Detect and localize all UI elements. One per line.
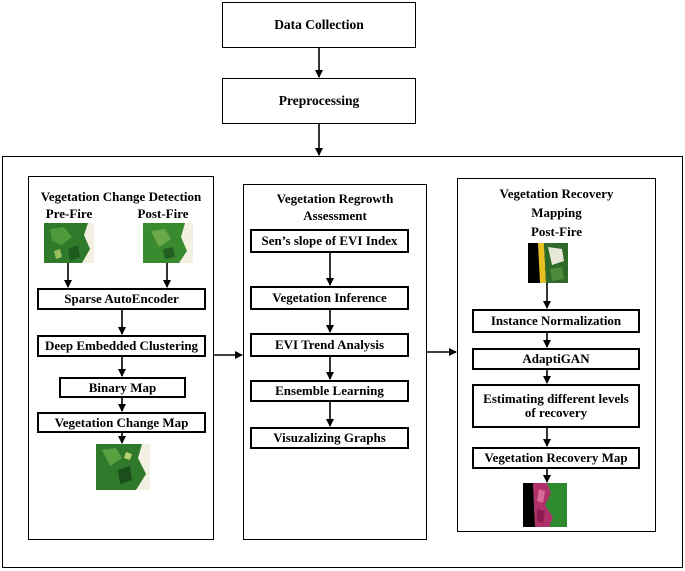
post-fire-label: Post-Fire	[137, 206, 189, 221]
recovery-title-line1: Vegetation Recovery	[499, 186, 614, 201]
visualizing-graphs-label: Visuzalizing Graphs	[273, 430, 386, 445]
sparse-autoencoder-box: Sparse AutoEncoder	[37, 288, 206, 310]
preprocessing-box: Preprocessing	[222, 78, 416, 124]
recovery-post-fire-image	[528, 243, 568, 283]
recovery-title-line2: Mapping	[531, 205, 582, 220]
vegetation-inference-label: Vegetation Inference	[272, 290, 387, 305]
vegetation-change-map-image	[96, 444, 150, 490]
preprocessing-label: Preprocessing	[278, 93, 360, 108]
ensemble-learning-label: Ensemble Learning	[275, 383, 384, 398]
post-fire-image	[143, 223, 193, 263]
change-detection-title: Vegetation Change Detection	[40, 189, 202, 204]
binary-map-label: Binary Map	[88, 379, 157, 395]
instance-normalization-label: Instance Normalization	[490, 313, 622, 328]
vegetation-change-map-label: Vegetation Change Map	[54, 414, 189, 430]
sens-slope-box: Sen’s slope of EVI Index	[250, 229, 409, 253]
ensemble-learning-box: Ensemble Learning	[250, 380, 409, 402]
estimating-recovery-label: Estimating different levels of recovery	[483, 391, 629, 420]
regrowth-title-line1: Vegetation Regrowth	[276, 191, 394, 206]
visualizing-graphs-box: Visuzalizing Graphs	[250, 427, 409, 449]
evi-trend-analysis-box: EVI Trend Analysis	[250, 333, 409, 357]
vegetation-recovery-map-image	[523, 483, 567, 527]
estimating-recovery-box: Estimating different levels of recovery	[472, 384, 640, 428]
vegetation-change-map-box: Vegetation Change Map	[37, 412, 206, 433]
sparse-autoencoder-label: Sparse AutoEncoder	[64, 291, 179, 306]
deep-embedded-clustering-label: Deep Embedded Clustering	[44, 338, 199, 353]
regrowth-title-line2: Assessment	[303, 208, 367, 223]
vegetation-inference-box: Vegetation Inference	[250, 286, 409, 310]
adaptigan-box: AdaptiGAN	[472, 348, 640, 370]
evi-trend-analysis-label: EVI Trend Analysis	[274, 337, 385, 352]
sens-slope-label: Sen’s slope of EVI Index	[261, 233, 398, 248]
pre-fire-image	[44, 223, 94, 263]
deep-embedded-clustering-box: Deep Embedded Clustering	[37, 335, 206, 357]
instance-normalization-box: Instance Normalization	[472, 309, 640, 333]
pre-fire-label: Pre-Fire	[45, 206, 93, 221]
binary-map-box: Binary Map	[59, 377, 186, 398]
recovery-post-fire-label: Post-Fire	[530, 224, 583, 239]
adaptigan-label: AdaptiGAN	[522, 351, 590, 366]
data-collection-box: Data Collection	[222, 2, 416, 48]
vegetation-recovery-map-label: Vegetation Recovery Map	[484, 450, 628, 465]
data-collection-label: Data Collection	[274, 17, 364, 32]
vegetation-recovery-map-box: Vegetation Recovery Map	[472, 447, 640, 469]
